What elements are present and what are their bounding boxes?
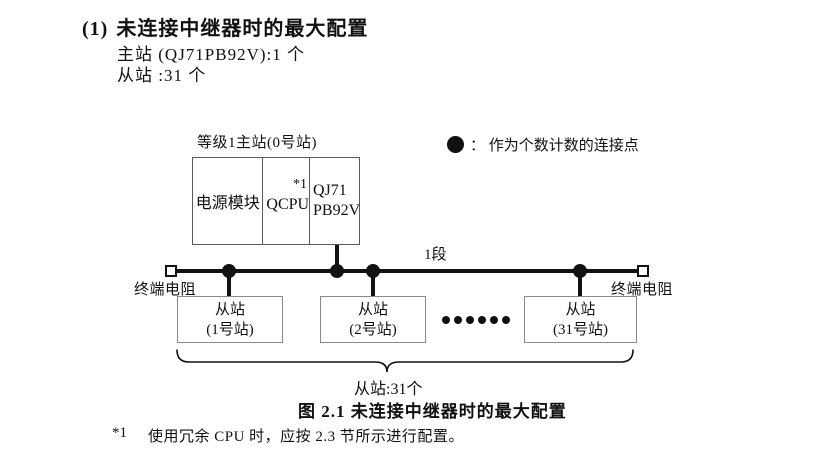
- slave-station-2-box: 从站 (2号站): [320, 296, 426, 343]
- slave-station-1-box: 从站 (1号站): [177, 296, 283, 343]
- ellipsis-dot: [454, 316, 462, 324]
- slave1-label-line2: (1号站): [206, 321, 254, 338]
- section-heading: (1) 未连接中继器时的最大配置: [82, 12, 368, 41]
- slave2-label-line2: (2号站): [349, 321, 397, 338]
- master-station-label: 等级1主站(0号站): [197, 135, 317, 151]
- power-module-cell: 电源模块: [193, 158, 264, 244]
- pb92v-cell: QJ71 PB92V: [310, 158, 361, 244]
- master-station-box: 电源模块 *1 QCPU QJ71 PB92V: [192, 157, 360, 245]
- slave2-label-line1: 从站: [357, 301, 388, 318]
- master-count-line: 主站 (QJ71PB92V):1 个: [117, 45, 306, 64]
- qcpu-cell: *1 QCPU: [263, 158, 310, 244]
- connection-point-icon: [447, 136, 464, 153]
- slaves-ellipsis: [442, 316, 510, 324]
- ellipsis-dot: [442, 316, 450, 324]
- footnote-text: 使用冗余 CPU 时，应按 2.3 节所示进行配置。: [148, 429, 464, 445]
- brace-label: 从站:31个: [354, 381, 423, 398]
- slave2-drop-line: [371, 271, 375, 297]
- connection-point-dot: [573, 264, 587, 278]
- footnote-marker: *1: [112, 425, 127, 441]
- terminating-resistor-left-label: 终端电阻: [134, 282, 197, 298]
- bus-line: [177, 269, 637, 273]
- legend-text: ： 作为个数计数的连接点: [470, 138, 639, 154]
- qcpu-label: QCPU: [266, 196, 310, 213]
- pb92v-label-line1: QJ71: [313, 182, 347, 199]
- ellipsis-dot: [466, 316, 474, 324]
- slave1-label-line1: 从站: [214, 301, 245, 318]
- ellipsis-dot: [502, 316, 510, 324]
- slave31-label-line1: 从站: [565, 301, 596, 318]
- connection-point-dot: [366, 264, 380, 278]
- ellipsis-dot: [478, 316, 486, 324]
- ellipsis-dot: [490, 316, 498, 324]
- figure-caption: 图 2.1 未连接中继器时的最大配置: [298, 402, 567, 421]
- slave1-drop-line: [227, 271, 231, 297]
- slave31-label-line2: (31号站): [553, 321, 608, 338]
- slave31-drop-line: [578, 271, 582, 297]
- terminating-resistor-right-icon: [637, 265, 649, 277]
- section-number: (1): [82, 18, 109, 40]
- pb92v-label-line2: PB92V: [313, 202, 361, 219]
- legend: ： 作为个数计数的连接点: [447, 134, 639, 155]
- terminating-resistor-right-label: 终端电阻: [611, 282, 674, 298]
- connection-point-dot: [222, 264, 236, 278]
- terminating-resistor-left-icon: [165, 265, 177, 277]
- slave-count-line: 从站 :31 个: [117, 66, 207, 85]
- segment-label: 1段: [424, 247, 447, 263]
- power-module-label: 电源模块: [195, 195, 260, 212]
- section-title: 未连接中继器时的最大配置: [116, 18, 369, 40]
- slave-station-31-box: 从站 (31号站): [524, 296, 637, 343]
- slaves-brace: [176, 349, 634, 373]
- master-drop-line: [335, 245, 339, 271]
- connection-point-dot: [330, 264, 344, 278]
- qcpu-footnote-ref: *1: [293, 177, 307, 192]
